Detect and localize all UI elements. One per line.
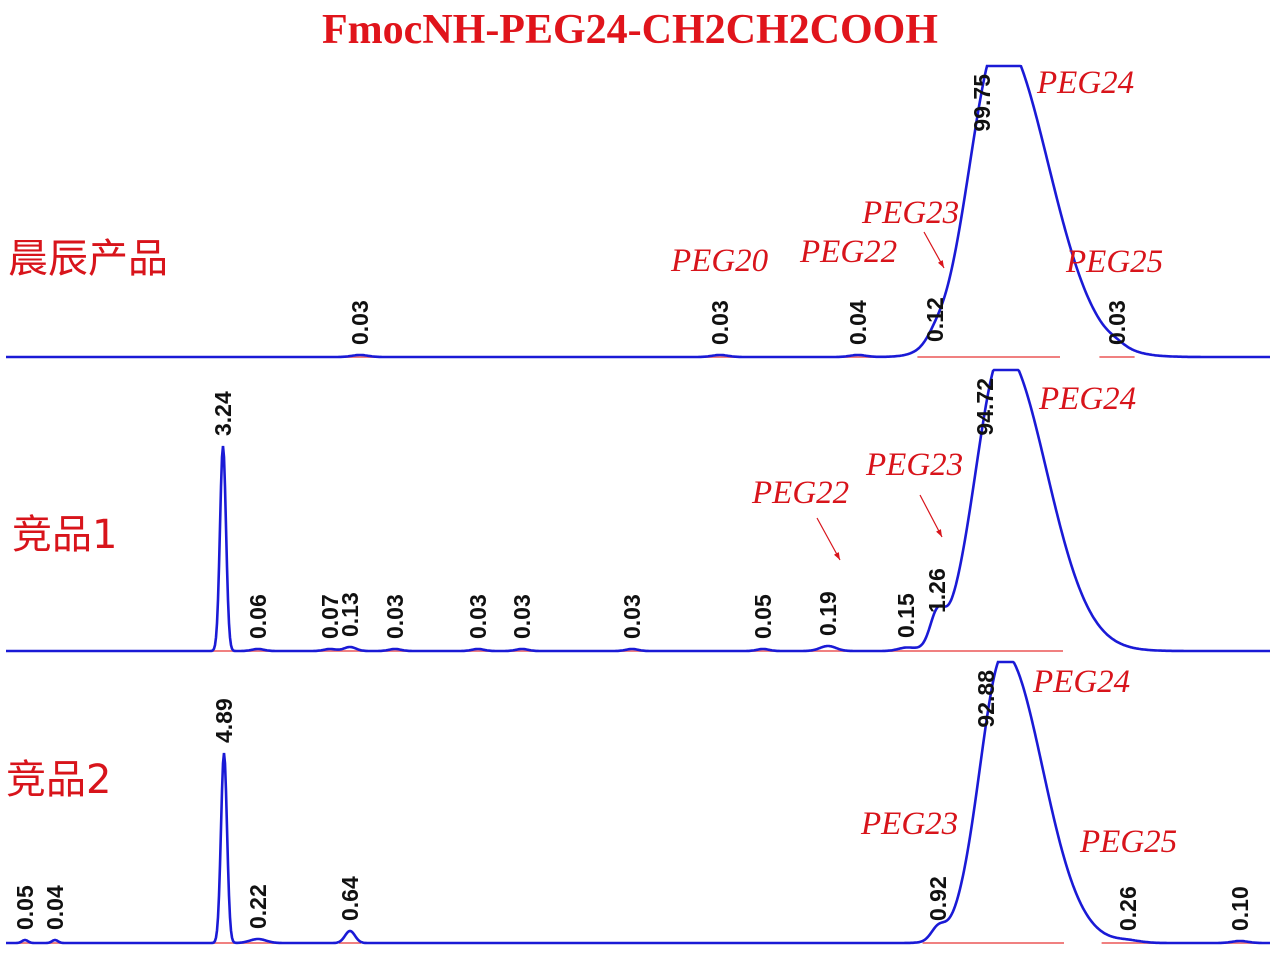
peak-area-label: 94.72 — [972, 378, 998, 436]
peak-area-label: 0.22 — [245, 884, 271, 929]
peak-area-label: 1.26 — [924, 568, 950, 613]
arrowhead-icon — [833, 552, 840, 560]
peg-annotation: PEG24 — [1036, 65, 1134, 101]
peak-area-label: 0.03 — [1104, 300, 1130, 345]
peak-area-label: 0.64 — [337, 876, 363, 921]
peg-annotation: PEG24 — [1032, 664, 1130, 700]
peak-area-label: 0.03 — [509, 594, 535, 639]
peak-area-label: 4.89 — [211, 698, 237, 743]
peg-annotation: PEG20 — [670, 243, 769, 279]
chromatogram-panel: 竞品1 3.24 0.06 0.070.13 0.03 0.03 0.03 0.03 0.05 0… — [6, 368, 1270, 653]
peak-area-label: 0.03 — [347, 300, 373, 345]
peg-annotation: PEG22 — [751, 475, 849, 511]
arrow-icon — [816, 517, 841, 561]
arrowhead-icon — [937, 260, 944, 268]
trace-line — [6, 660, 1270, 945]
peak-area-label: 99.75 — [969, 74, 995, 132]
chart-title: FmocNH-PEG24-CH2CH2COOH — [322, 7, 938, 53]
peak-area-label: 0.03 — [382, 594, 408, 639]
panel-label: 晨辰产品 — [8, 236, 168, 282]
trace-line — [6, 64, 1270, 359]
peg-annotation: PEG23 — [865, 447, 963, 483]
peak-area-label: 0.92 — [925, 876, 951, 921]
peak-area-label: 92.88 — [973, 670, 999, 728]
peak-area-label: 0.06 — [245, 594, 271, 639]
trace-line — [6, 368, 1270, 653]
peg-annotation: PEG22 — [799, 234, 897, 270]
peak-area-label: 0.26 — [1115, 886, 1141, 931]
peak-area-label: 0.03 — [619, 594, 645, 639]
peak-area-label: 0.15 — [893, 593, 919, 638]
peak-area-label: 0.03 — [465, 594, 491, 639]
peg-annotation: PEG25 — [1079, 824, 1177, 860]
peg-annotation: PEG25 — [1065, 244, 1163, 280]
peak-area-label: 3.24 — [210, 391, 236, 436]
panel-label: 竞品2 — [6, 757, 111, 803]
peak-area-label: 0.05 — [12, 885, 38, 930]
peak-area-label: 0.10 — [1227, 886, 1253, 931]
peg-annotation: PEG23 — [861, 195, 959, 231]
peak-area-label: 0.12 — [922, 297, 948, 342]
peak-area-label: 0.07 — [317, 594, 343, 639]
arrow-icon — [919, 494, 943, 538]
peak-area-label: 0.04 — [845, 300, 871, 345]
peak-area-label: 0.13 — [337, 592, 363, 637]
panel-label: 竞品1 — [12, 512, 117, 558]
peg-annotation: PEG24 — [1038, 381, 1136, 417]
peak-area-label: 0.04 — [42, 885, 68, 930]
peak-area-label: 0.19 — [815, 591, 841, 636]
peak-area-label: 0.05 — [750, 594, 776, 639]
peg-annotation: PEG23 — [860, 806, 958, 842]
peak-area-label: 0.03 — [707, 300, 733, 345]
arrowhead-icon — [936, 529, 942, 537]
